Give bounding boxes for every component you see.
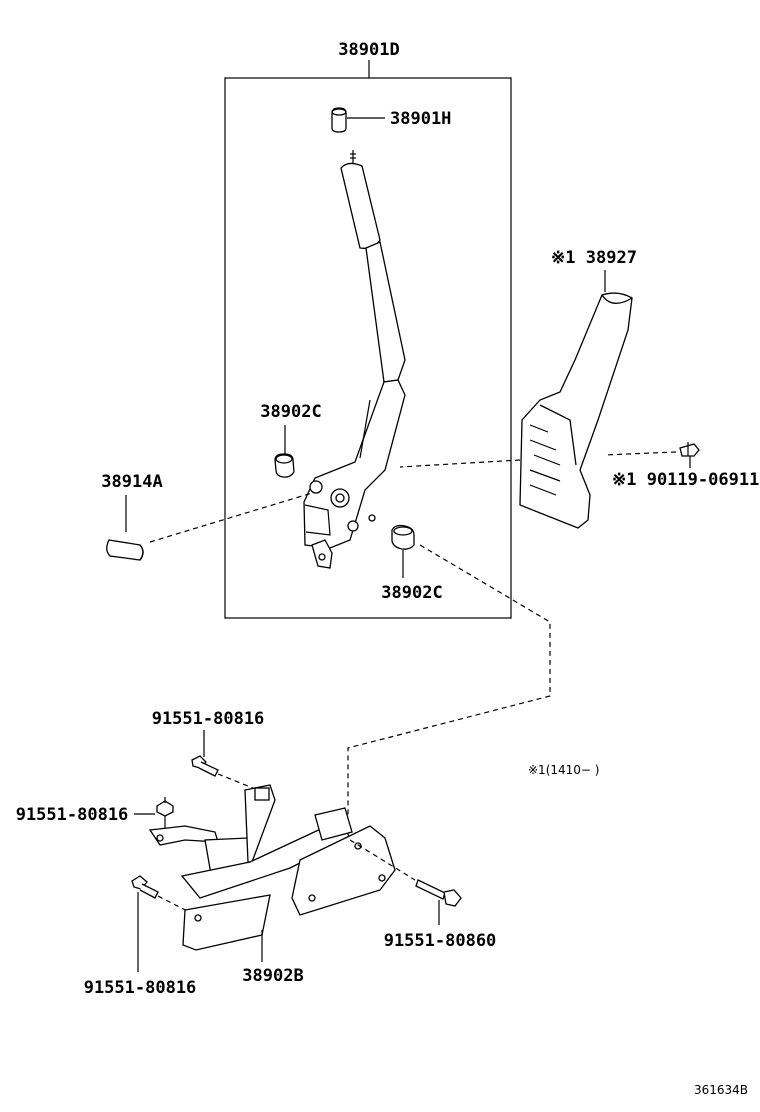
screw-cover-part xyxy=(679,442,700,468)
bushing-lower-part xyxy=(391,524,415,550)
screw-cover-dashline xyxy=(603,451,677,456)
label-cover: ※1 38927 xyxy=(551,248,637,268)
pin-dashline xyxy=(149,492,313,543)
label-bolt-right: 91551-80860 xyxy=(384,931,497,951)
bracket-part xyxy=(148,784,396,951)
bolt-right-part xyxy=(415,879,462,907)
label-bushing-upper: 38902C xyxy=(260,402,321,422)
label-bushing-lower: 38902C xyxy=(381,583,442,603)
footnote: ※1(1410− ) xyxy=(528,763,599,777)
grip-part xyxy=(331,107,347,133)
bracket-dashline xyxy=(347,544,551,838)
label-assembly: 38901D xyxy=(338,40,399,60)
bolt-bottom-left-dashline xyxy=(157,895,196,916)
diagram-id: 361634B xyxy=(694,1083,748,1097)
bolt-top-dashline xyxy=(217,773,259,791)
bushing-upper-part xyxy=(274,453,295,478)
label-bolt-top: 91551-80816 xyxy=(152,709,265,729)
bolt-left-part xyxy=(156,797,174,830)
lever-cover-dashline xyxy=(399,459,521,468)
label-screw-cover: ※1 90119-06911 xyxy=(612,470,759,490)
label-bolt-bottom-left: 91551-80816 xyxy=(84,978,197,998)
label-bolt-left: 91551-80816 xyxy=(16,805,129,825)
bolt-top-part xyxy=(191,755,219,777)
cover-part xyxy=(519,292,633,529)
bolt-right-dashline xyxy=(349,839,416,881)
pin-part xyxy=(106,539,144,561)
lever-part xyxy=(303,150,406,569)
label-grip: 38901H xyxy=(390,109,451,129)
label-pin: 38914A xyxy=(101,472,162,492)
bolt-bottom-left-part xyxy=(131,875,159,899)
assembly-frame xyxy=(224,77,512,619)
label-bracket: 38902B xyxy=(242,966,303,986)
